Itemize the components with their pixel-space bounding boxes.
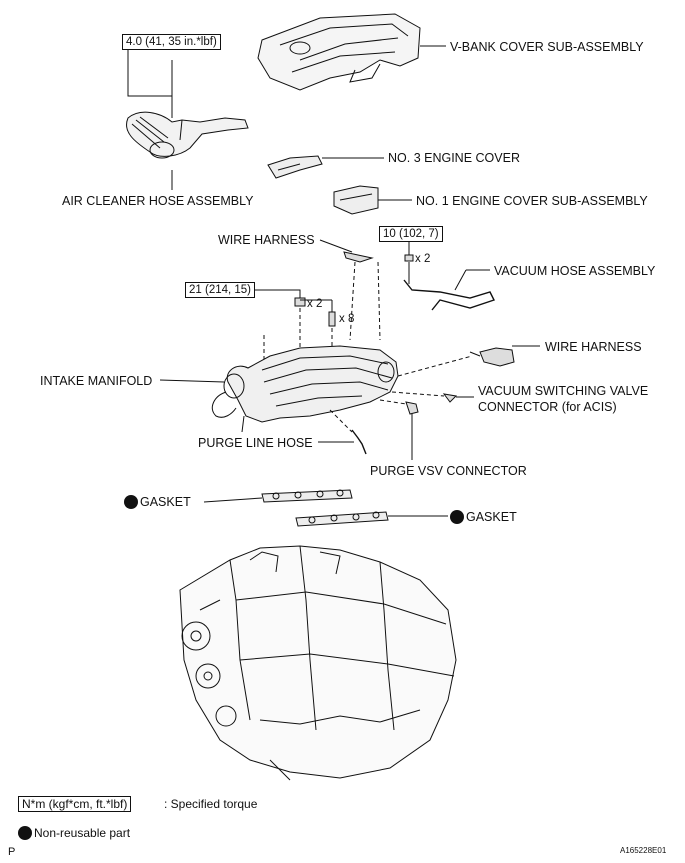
wire-harness-top-label: WIRE HARNESS	[218, 233, 315, 247]
no3-engine-cover-label: NO. 3 ENGINE COVER	[388, 151, 520, 165]
no3-engine-cover-drawing	[267, 155, 323, 179]
legend-torque-desc: : Specified torque	[164, 797, 258, 811]
vacuum-hose-label: VACUUM HOSE ASSEMBLY	[494, 264, 656, 278]
purge-vsv-connector-label: PURGE VSV CONNECTOR	[370, 464, 527, 478]
purge-line-hose-label: PURGE LINE HOSE	[198, 436, 313, 450]
gasket-right-text: GASKET	[466, 510, 517, 524]
gasket-left-drawing	[261, 489, 353, 503]
engine-block-drawing	[179, 545, 457, 781]
legend-nonreusable-text: Non-reusable part	[34, 826, 131, 840]
v-bank-cover-label: V-BANK COVER SUB-ASSEMBLY	[450, 40, 644, 54]
air-cleaner-torque-spec: 4.0 (41, 35 in.*lbf)	[122, 34, 221, 50]
figure-code: A165228E01	[620, 846, 667, 855]
legend-nonreusable: Non-reusable part	[18, 826, 130, 840]
gasket-right-drawing	[295, 511, 389, 527]
vacuum-hose-torque-spec: 10 (102, 7)	[379, 226, 443, 242]
non-reusable-icon	[124, 495, 138, 509]
vacuum-hose-drawing	[403, 279, 495, 311]
legend-torque-units: N*m (kgf*cm, ft.*lbf)	[18, 796, 132, 812]
non-reusable-icon	[18, 826, 32, 840]
manifold-torque-spec: 21 (214, 15)	[185, 282, 256, 298]
gasket-left-text: GASKET	[140, 495, 191, 509]
non-reusable-icon	[450, 510, 464, 524]
wire-harness-right-label: WIRE HARNESS	[545, 340, 642, 354]
vsv-connector-label-line1: VACUUM SWITCHING VALVE	[478, 384, 649, 398]
no1-engine-cover-label: NO. 1 ENGINE COVER SUB-ASSEMBLY	[416, 194, 648, 208]
v-bank-cover-drawing	[257, 13, 421, 91]
page-mark: P	[8, 846, 16, 858]
manifold-bolt-quantity: x 8	[339, 313, 355, 325]
vsv-connector-label-line2: CONNECTOR (for ACIS)	[478, 400, 617, 414]
intake-manifold-label: INTAKE MANIFOLD	[40, 374, 153, 388]
no1-engine-cover-drawing	[333, 185, 379, 215]
air-cleaner-hose-drawing	[126, 111, 249, 159]
air-cleaner-hose-label: AIR CLEANER HOSE ASSEMBLY	[62, 194, 254, 208]
intake-manifold-drawing	[211, 345, 399, 433]
wire-harness-right-drawing	[469, 347, 515, 367]
gasket-left-label: GASKET	[124, 495, 191, 509]
manifold-nut-quantity: x 2	[307, 298, 323, 310]
gasket-right-label: GASKET	[450, 510, 517, 524]
vacuum-bolt-quantity: x 2	[415, 253, 431, 265]
